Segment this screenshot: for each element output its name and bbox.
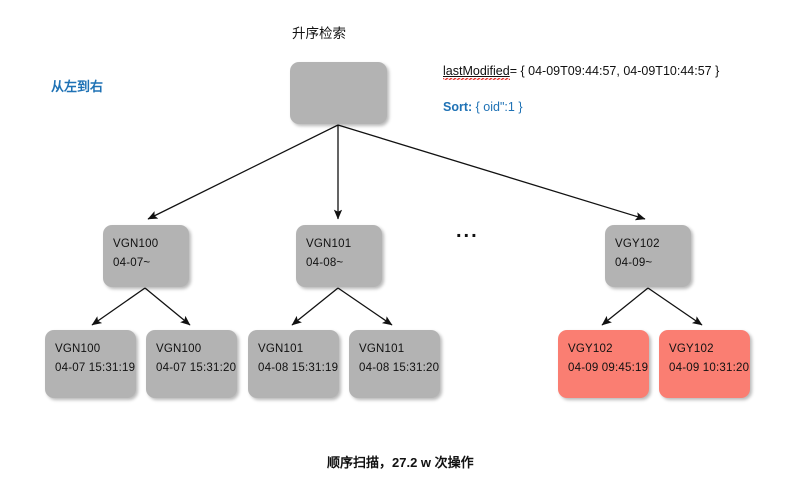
tree-node-leaf-1[interactable]: VGN100 04-07 15:31:20 bbox=[146, 330, 237, 398]
leaf-timestamp: 04-09 09:45:19 bbox=[568, 362, 649, 374]
tree-node-branch-0[interactable]: VGN100 04-07~ bbox=[103, 225, 189, 287]
page-title: 升序检索 bbox=[292, 26, 346, 41]
leaf-name: VGY102 bbox=[669, 343, 714, 355]
leaf-timestamp: 04-09 10:31:20 bbox=[669, 362, 750, 374]
leaf-timestamp: 04-07 15:31:19 bbox=[55, 362, 136, 374]
tree-node-root[interactable] bbox=[290, 62, 387, 124]
branch-date: 04-09~ bbox=[615, 257, 653, 269]
leaf-timestamp: 04-08 15:31:20 bbox=[359, 362, 440, 374]
leaf-timestamp: 04-07 15:31:20 bbox=[156, 362, 237, 374]
tree-node-branch-2[interactable]: VGY102 04-09~ bbox=[605, 225, 691, 287]
branch-name: VGN100 bbox=[113, 238, 159, 250]
query-field-value: = { 04-09T09:44:57, 04-09T10:44:57 } bbox=[509, 64, 720, 78]
ellipsis-icon: ... bbox=[456, 220, 479, 242]
tree-edges-level1 bbox=[147, 124, 646, 221]
tree-node-leaf-3[interactable]: VGN101 04-08 15:31:20 bbox=[349, 330, 440, 398]
query-sort: Sort: { oid":1 } bbox=[443, 100, 523, 114]
branch-date: 04-08~ bbox=[306, 257, 344, 269]
tree-node-leaf-4[interactable]: VGY102 04-09 09:45:19 bbox=[558, 330, 649, 398]
leaf-name: VGN100 bbox=[156, 343, 202, 355]
tree-edges-level2 bbox=[91, 287, 703, 326]
tree-node-leaf-0[interactable]: VGN100 04-07 15:31:19 bbox=[45, 330, 136, 398]
leaf-timestamp: 04-08 15:31:19 bbox=[258, 362, 339, 374]
direction-label: 从左到右 bbox=[51, 79, 104, 94]
leaf-name: VGN101 bbox=[359, 343, 405, 355]
scan-caption: 顺序扫描，27.2 w 次操作 bbox=[327, 455, 474, 470]
branch-name: VGY102 bbox=[615, 238, 660, 250]
query-field-label: lastModified bbox=[443, 64, 510, 80]
tree-node-leaf-5[interactable]: VGY102 04-09 10:31:20 bbox=[659, 330, 750, 398]
sort-label: Sort: bbox=[443, 100, 473, 114]
leaf-name: VGY102 bbox=[568, 343, 613, 355]
sort-value: { oid":1 } bbox=[475, 100, 523, 114]
query-lastmodified: lastModified= { 04-09T09:44:57, 04-09T10… bbox=[443, 64, 720, 80]
tree-node-branch-1[interactable]: VGN101 04-08~ bbox=[296, 225, 382, 287]
leaf-name: VGN101 bbox=[258, 343, 304, 355]
leaf-name: VGN100 bbox=[55, 343, 101, 355]
branch-name: VGN101 bbox=[306, 238, 352, 250]
branch-date: 04-07~ bbox=[113, 257, 151, 269]
tree-node-leaf-2[interactable]: VGN101 04-08 15:31:19 bbox=[248, 330, 339, 398]
